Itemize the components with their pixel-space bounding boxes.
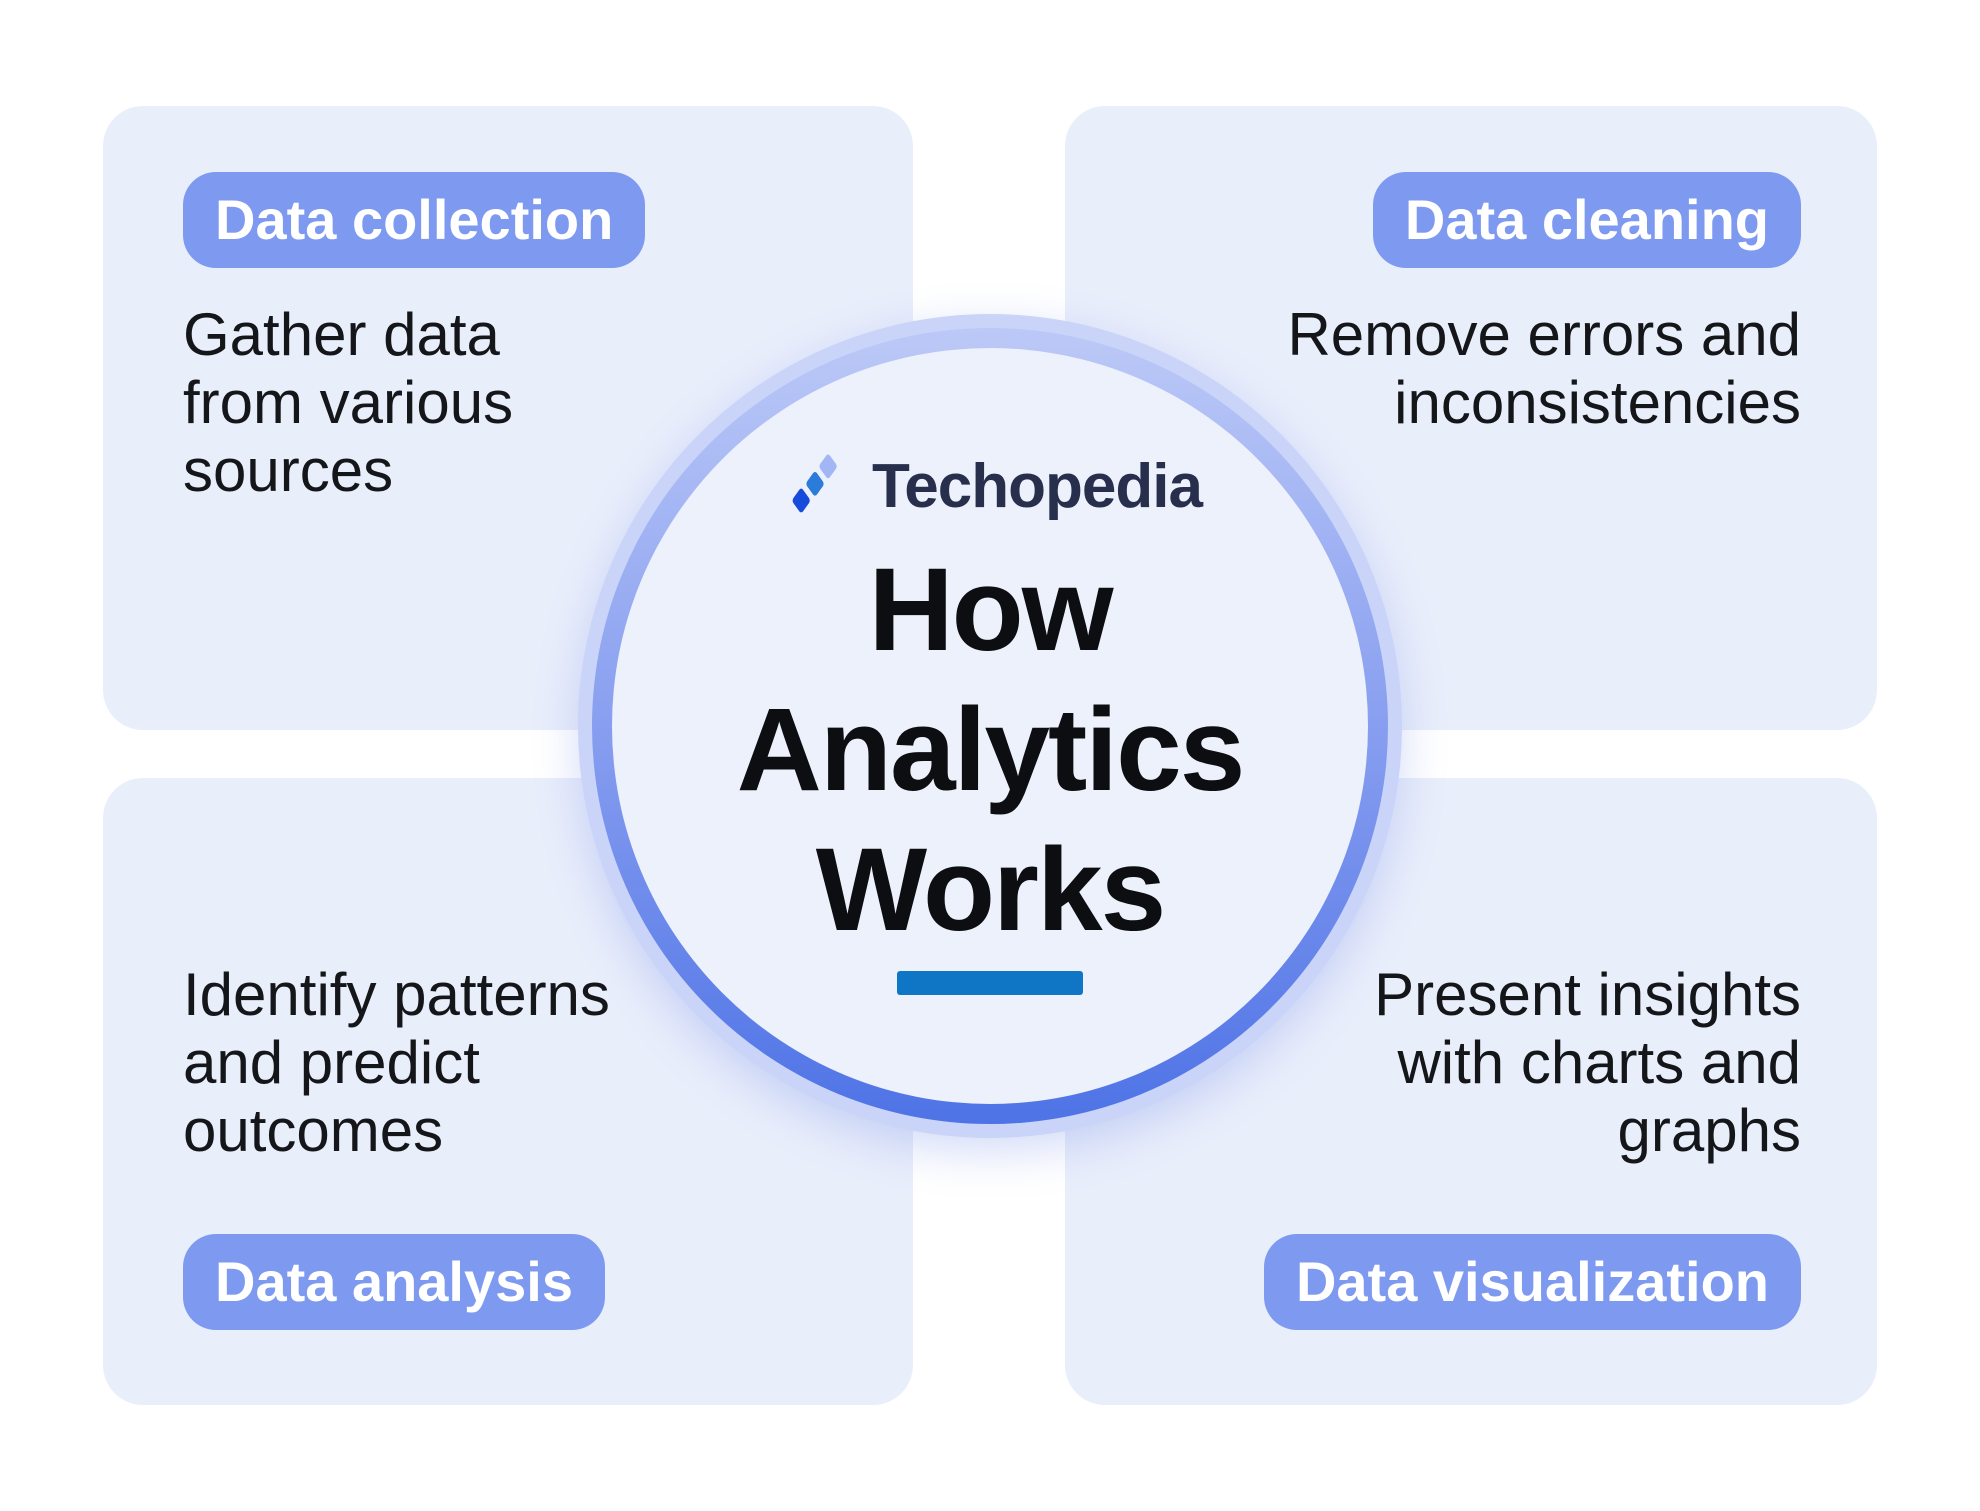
data-visualization-description: Present insights with charts and graphs xyxy=(1374,961,1801,1164)
center-circle-blue-ring: Techopedia How Analytics Works xyxy=(592,328,1388,1124)
data-analysis-description: Identify patterns and predict outcomes xyxy=(183,961,610,1164)
center-circle-outer-ring: Techopedia How Analytics Works xyxy=(578,314,1402,1138)
infographic-title: How Analytics Works xyxy=(736,544,1246,956)
data-visualization-badge: Data visualization xyxy=(1263,1234,1801,1330)
techopedia-logo-wordmark: Techopedia xyxy=(872,451,1203,521)
quadrant-data-analysis: Identify patterns and predict outcomes D… xyxy=(103,778,913,1405)
techopedia-logo: Techopedia xyxy=(778,446,1203,526)
data-cleaning-badge: Data cleaning xyxy=(1372,172,1801,268)
data-cleaning-description: Remove errors and inconsistencies xyxy=(1287,301,1801,436)
data-collection-description: Gather data from various sources xyxy=(183,301,514,504)
center-circle: Techopedia How Analytics Works xyxy=(612,348,1368,1104)
data-collection-badge: Data collection xyxy=(183,172,646,268)
title-underline-bar xyxy=(897,971,1083,995)
techopedia-logo-icon xyxy=(790,451,839,516)
data-analysis-badge: Data analysis xyxy=(183,1234,605,1330)
